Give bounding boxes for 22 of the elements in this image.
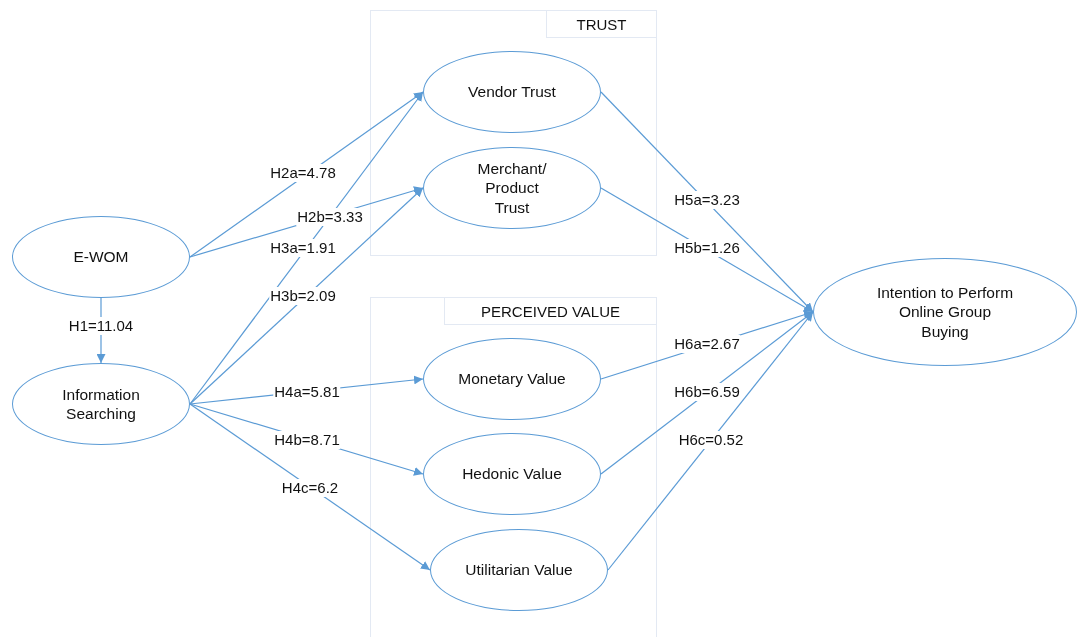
arrow xyxy=(189,187,424,405)
arrow xyxy=(600,311,814,475)
arrow xyxy=(189,403,431,571)
edge-label: H6c=0.52 xyxy=(677,431,745,449)
edge-label: H2a=4.78 xyxy=(269,164,337,182)
edge-label: H3a=1.91 xyxy=(269,239,337,257)
edge-label: H4c=6.2 xyxy=(280,479,340,497)
arrow xyxy=(600,91,814,313)
group-heading: TRUST xyxy=(546,10,657,38)
group-heading: PERCEIVED VALUE xyxy=(444,297,657,325)
edge-label: H2b=3.33 xyxy=(296,208,364,226)
edge-label: H5a=3.23 xyxy=(673,191,741,209)
edge-label: H4b=8.71 xyxy=(273,431,341,449)
group-box xyxy=(370,297,657,637)
edge-label: H6b=6.59 xyxy=(673,383,741,401)
group-box xyxy=(370,10,657,256)
arrow xyxy=(189,91,424,258)
edge-label: H6a=2.67 xyxy=(673,335,741,353)
edge-label: H1=11.04 xyxy=(67,317,135,335)
arrow xyxy=(607,311,814,571)
edge-label: H3b=2.09 xyxy=(269,287,337,305)
edge-label: H5b=1.26 xyxy=(673,239,741,257)
